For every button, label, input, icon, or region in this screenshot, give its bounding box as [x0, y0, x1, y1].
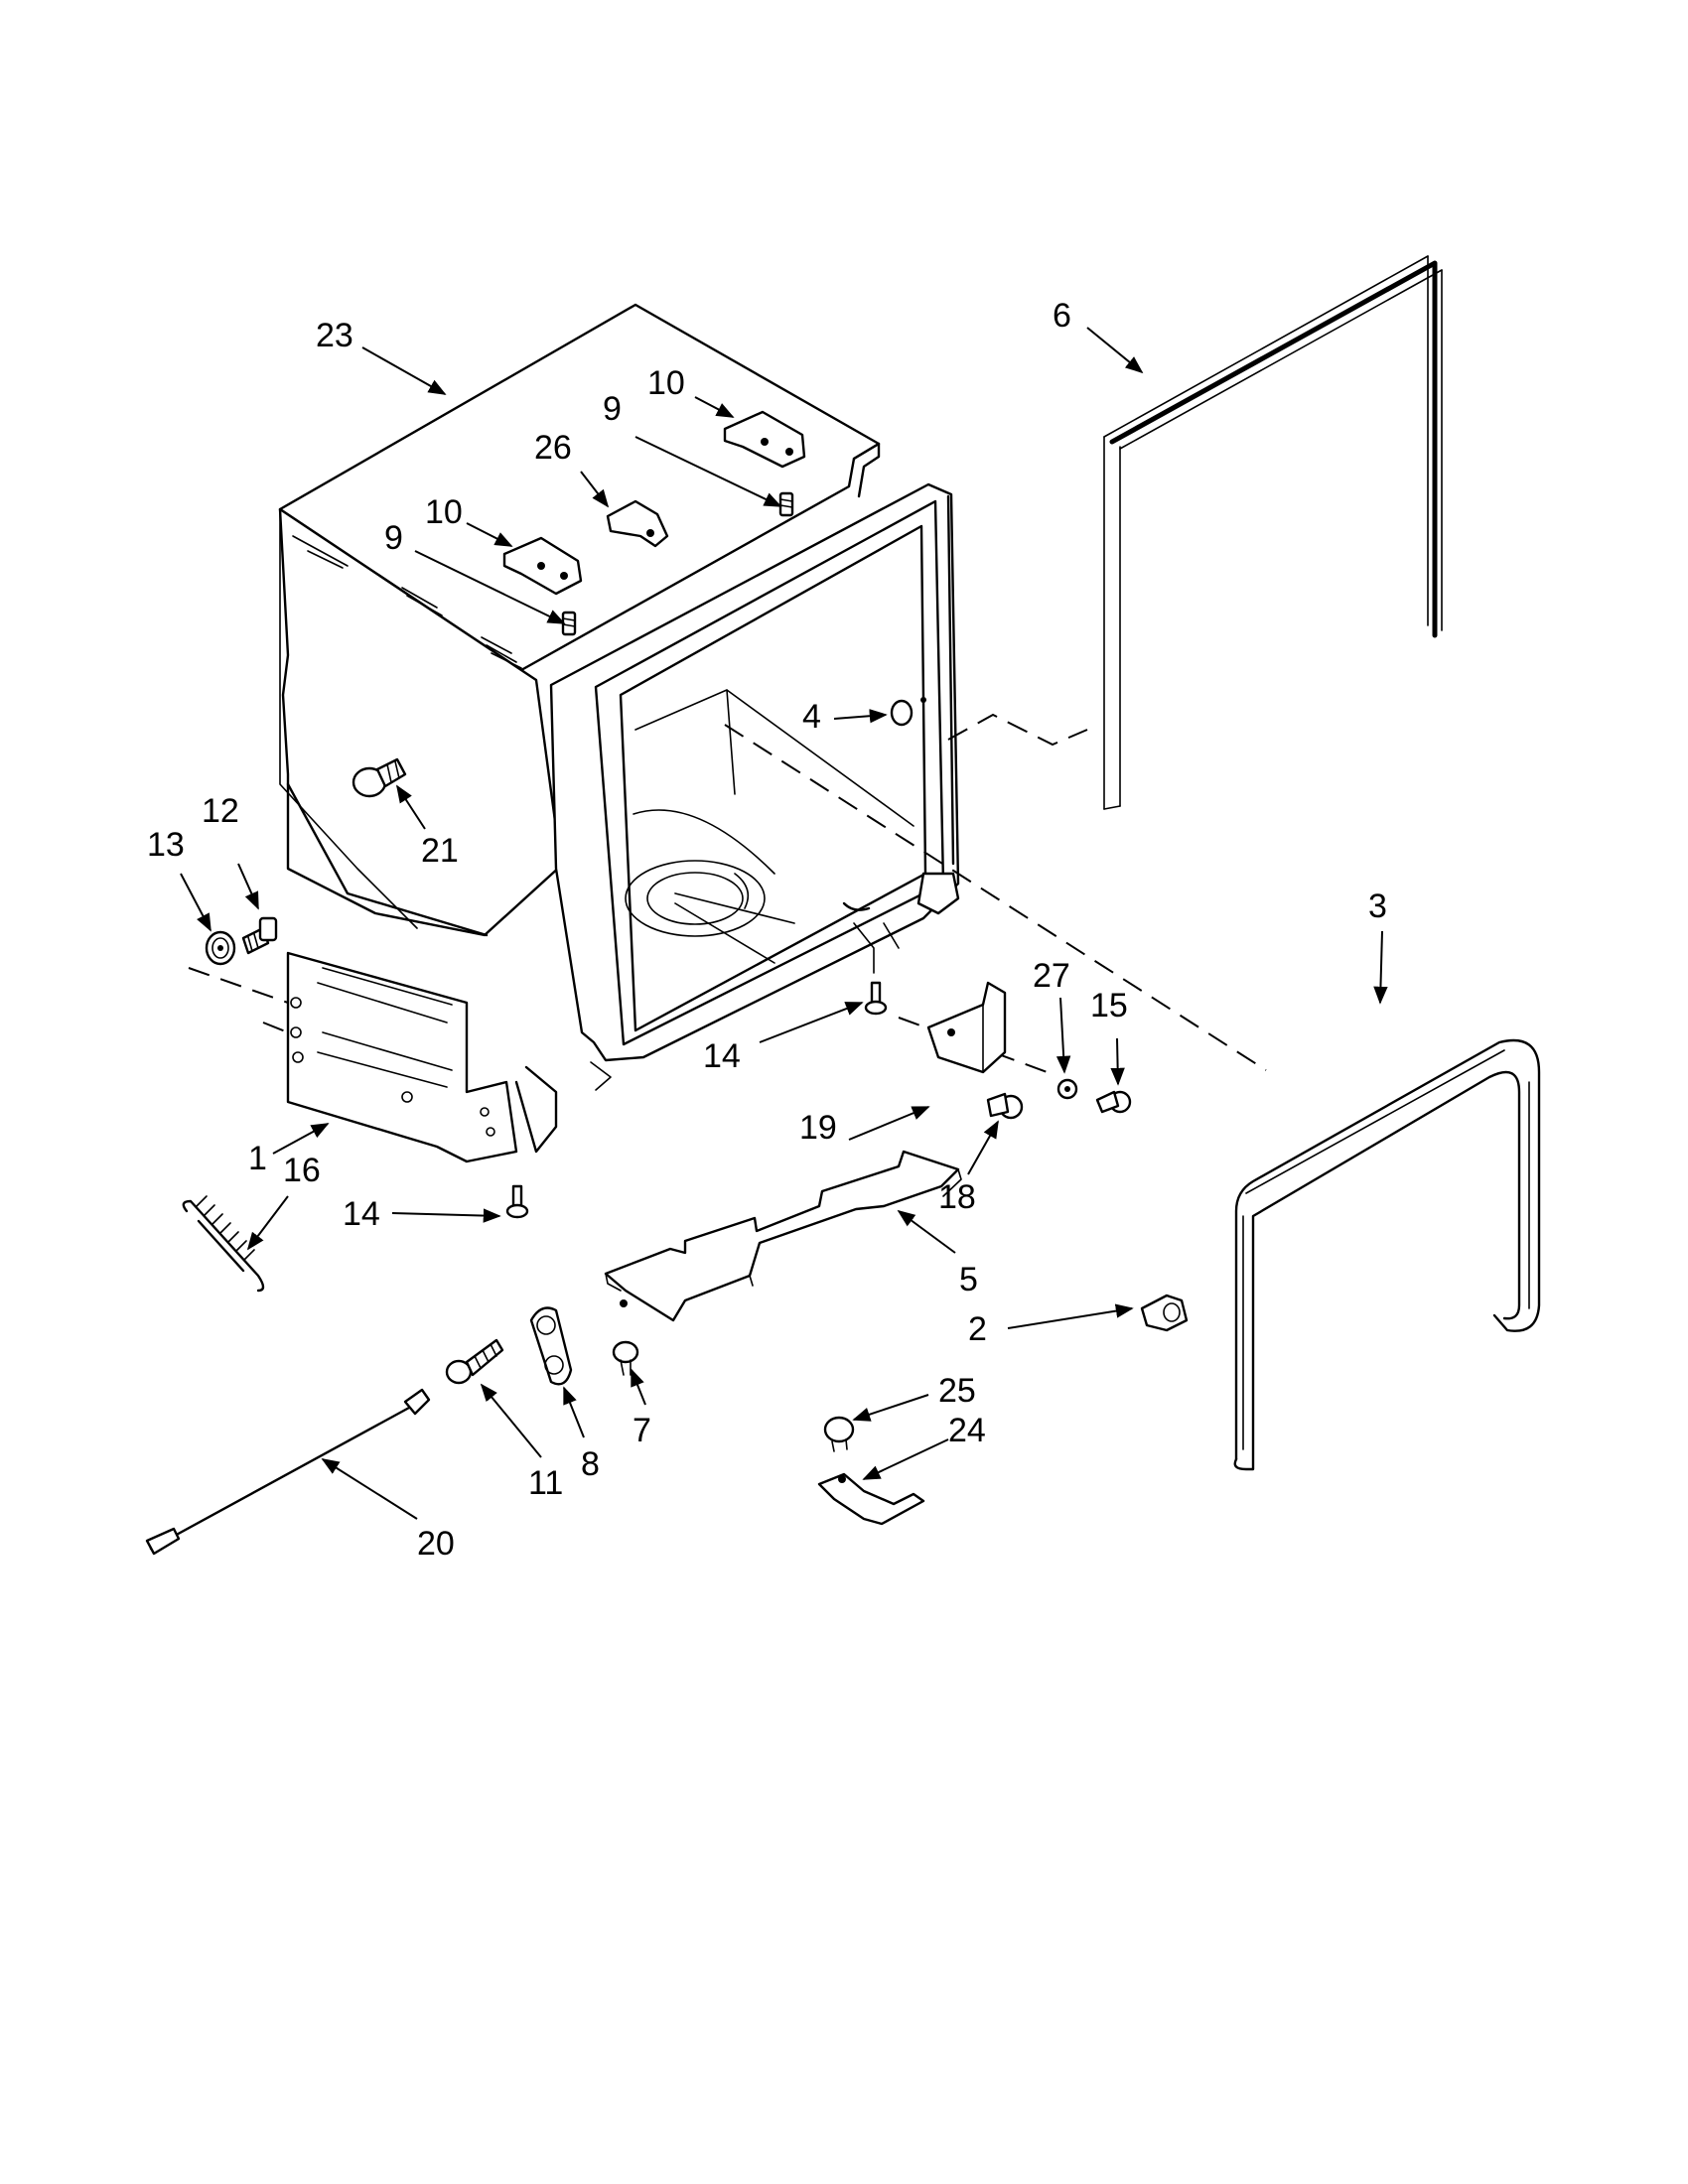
part-label-14: 14 — [703, 1037, 741, 1075]
part-label-12: 12 — [202, 792, 239, 830]
screw-11 — [445, 1338, 504, 1385]
part-label-23: 23 — [316, 317, 353, 354]
part-labels: 23 10 9 26 10 9 6 4 21 13 12 3 27 15 14 … — [147, 297, 1387, 1563]
foot-14-lower — [505, 1184, 529, 1219]
latch-2 — [1140, 1294, 1189, 1332]
part-label-10: 10 — [647, 364, 685, 402]
screw-15 — [1095, 1090, 1132, 1114]
bracket-8 — [529, 1306, 573, 1386]
tub-gasket-3 — [1233, 1038, 1541, 1471]
part-label-14: 14 — [343, 1195, 380, 1233]
thermostat-25 — [823, 1416, 855, 1452]
foot-14-upper — [864, 981, 888, 1016]
part-label-26: 26 — [534, 429, 572, 467]
part-label-7: 7 — [633, 1412, 651, 1449]
callout-arrows — [180, 327, 1388, 1520]
part-label-25: 25 — [938, 1372, 976, 1410]
part-label-27: 27 — [1033, 957, 1070, 995]
foot-7 — [612, 1340, 639, 1376]
bracket-24 — [817, 1472, 925, 1526]
fastener-21 — [352, 757, 407, 798]
spring-16 — [182, 1195, 265, 1293]
part-label-10: 10 — [425, 493, 463, 531]
part-label-5: 5 — [959, 1261, 978, 1298]
washer-27 — [1056, 1078, 1078, 1100]
hinge-bracket-right — [723, 410, 806, 469]
part-label-9: 9 — [603, 390, 622, 428]
part-label-19: 19 — [799, 1109, 837, 1147]
leveling-screw-12 — [241, 916, 278, 955]
dishwasher-tub — [188, 303, 1267, 1163]
part-label-20: 20 — [417, 1525, 455, 1563]
door-gasket-6 — [1103, 255, 1443, 810]
part-label-6: 6 — [1053, 297, 1071, 335]
toe-panel-5 — [604, 1150, 962, 1322]
part-label-8: 8 — [581, 1445, 600, 1483]
part-label-11: 11 — [528, 1464, 563, 1502]
part-label-3: 3 — [1368, 887, 1387, 925]
part-label-4: 4 — [802, 698, 821, 736]
part-label-1: 1 — [248, 1140, 267, 1177]
part-label-16: 16 — [283, 1152, 321, 1189]
screw-9-left — [561, 611, 577, 636]
screw-9-right — [778, 491, 794, 517]
plug-4 — [890, 697, 926, 727]
screw-18 — [986, 1092, 1024, 1120]
part-label-15: 15 — [1090, 987, 1128, 1024]
leveling-wheel-13 — [205, 930, 236, 966]
part-label-9: 9 — [384, 519, 403, 557]
part-label-21: 21 — [421, 832, 459, 870]
hinge-bracket-left — [502, 536, 583, 596]
part-label-2: 2 — [968, 1310, 987, 1348]
part-label-13: 13 — [147, 826, 185, 864]
wire-20 — [145, 1388, 431, 1556]
mounting-bracket-19 — [926, 981, 1007, 1074]
part-label-24: 24 — [948, 1412, 986, 1449]
latch-keeper-26 — [606, 499, 669, 548]
part-label-18: 18 — [938, 1178, 976, 1216]
